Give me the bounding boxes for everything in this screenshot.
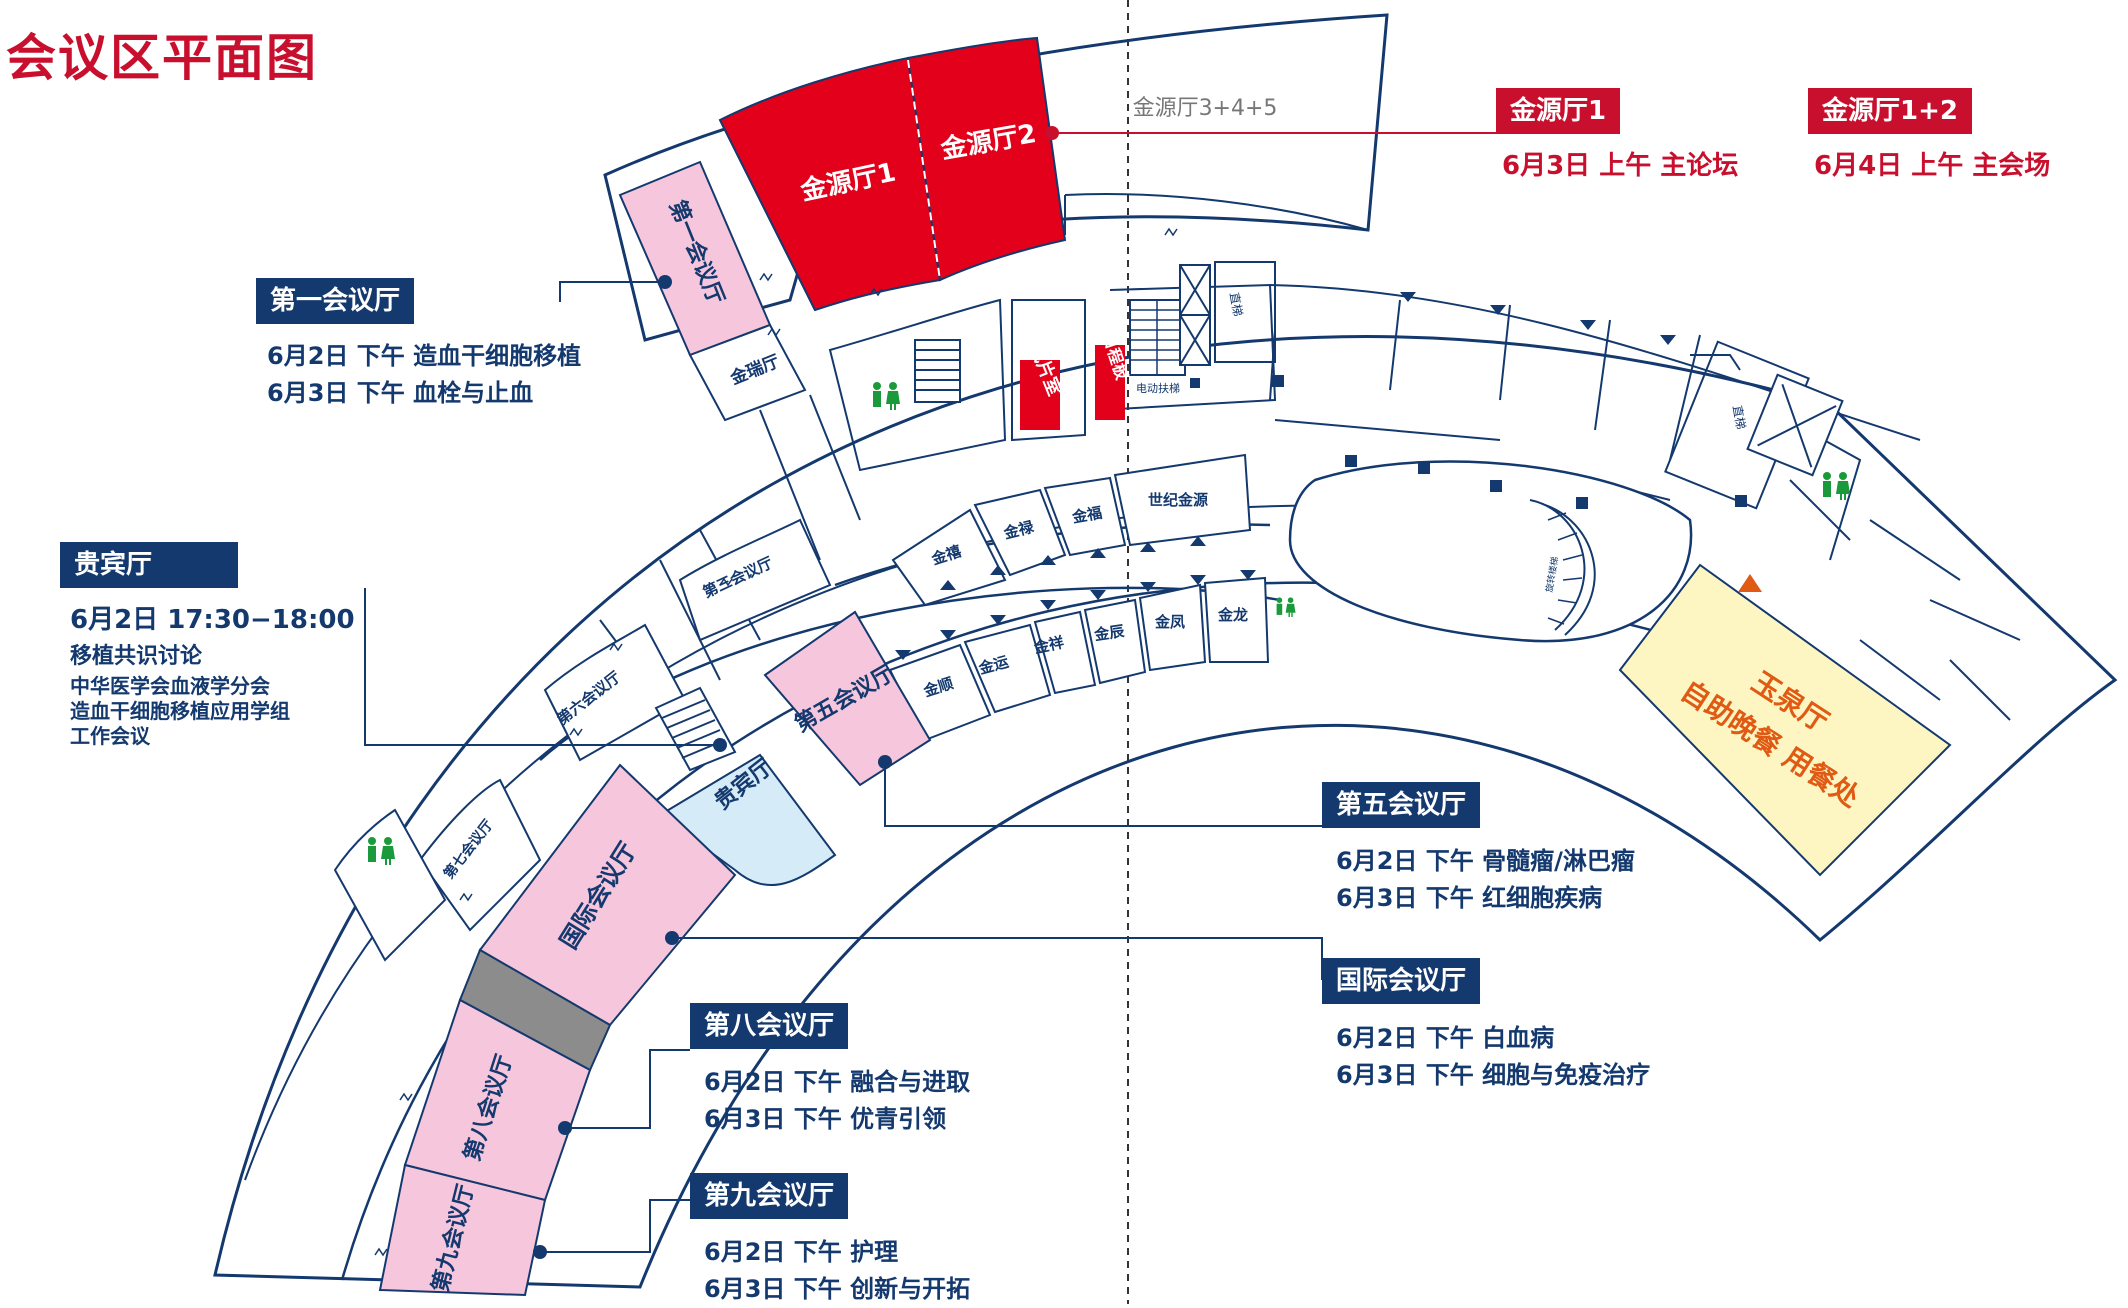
hall3-room: [678, 518, 832, 642]
hall6-room: [543, 623, 687, 762]
label-jinlong: 金龙: [1217, 606, 1248, 624]
side-rooms-upper: [891, 453, 1252, 607]
callout-line: 中华医学会血液学分会: [70, 674, 270, 698]
label-elevator: 直梯: [1227, 291, 1245, 317]
callout-line: 6月2日 下午 融合与进取: [704, 1068, 971, 1096]
callout-hall5-info: 6月2日 下午 骨髓瘤/淋巴瘤 6月3日 下午 红细胞疾病: [1336, 843, 1635, 917]
callout-line: 6月3日 下午 优青引领: [704, 1105, 947, 1133]
elevator-center: [1179, 261, 1276, 366]
restroom-icon: [1276, 597, 1296, 617]
callout-jinyuan12-info: 6月4日 上午 主会场: [1814, 146, 2050, 186]
callout-jinyuan1-tag: 金源厅1: [1496, 88, 1621, 134]
callout-line: 6月3日 下午 创新与开拓: [704, 1275, 971, 1303]
left-wc-room: [333, 808, 447, 962]
callout-line: 6月2日 下午 护理: [704, 1238, 899, 1266]
label-jinfeng: 金凤: [1154, 613, 1185, 631]
label-escalator: 电动扶梯: [1136, 381, 1180, 395]
label-shiji: 世纪金源: [1148, 491, 1208, 509]
callout-hall1-info: 6月2日 下午 造血干细胞移植 6月3日 下午 血栓与止血: [267, 338, 581, 412]
label-jinyuan345: 金源厅3+4+5: [1133, 96, 1278, 121]
callout-hall9-info: 6月2日 下午 护理 6月3日 下午 创新与开拓: [704, 1234, 970, 1308]
callout-line: 6月3日 下午 细胞与免疫治疗: [1336, 1061, 1651, 1089]
room-jinrui-shape: [688, 323, 807, 422]
spiral-stair: [1529, 499, 1596, 636]
hall7-room: [418, 778, 542, 932]
room-yuquan-shape[interactable]: [1618, 563, 1952, 877]
room-hall5-shape[interactable]: [763, 610, 932, 787]
stairs-center: [914, 339, 961, 403]
leader-lines: [364, 132, 1496, 1253]
building-outline: [213, 335, 2118, 1289]
callout-line: 6月2日 下午 造血干细胞移植: [267, 342, 582, 370]
side-rooms-lower: [888, 576, 1270, 742]
page-title: 会议区平面图: [6, 29, 318, 87]
callout-line: 工作会议: [70, 724, 150, 748]
callout-hall9-tag: 第九会议厅: [690, 1173, 849, 1219]
label-jinchen: 金辰: [1092, 622, 1126, 644]
callout-line: 6月2日 下午 白血病: [1336, 1024, 1555, 1052]
callout-hall1-tag: 第一会议厅: [256, 278, 415, 324]
room-jinyuan2-shape[interactable]: [906, 36, 1067, 282]
entrance-triangle-icon: [1738, 574, 1762, 592]
callout-line: 6月3日 下午 红细胞疾病: [1336, 884, 1603, 912]
callout-line: 6月2日 17:30−18:00: [70, 605, 355, 635]
callout-intl-info: 6月2日 下午 白血病 6月3日 下午 细胞与免疫治疗: [1336, 1020, 1650, 1094]
callout-guibin-tag: 贵宾厅: [60, 542, 238, 588]
callout-hall8-info: 6月2日 下午 融合与进取 6月3日 下午 优青引领: [704, 1064, 970, 1138]
leader-dots: [533, 126, 1059, 1259]
callout-hall8-tag: 第八会议厅: [690, 1003, 849, 1049]
restroom-icon: [1823, 472, 1850, 500]
callout-line: 移植共识讨论: [70, 644, 203, 669]
room-guibin-shape[interactable]: [658, 753, 837, 886]
room-hall9-shape[interactable]: [378, 1163, 547, 1297]
spiral-stair-steps: [1547, 512, 1583, 625]
corridor-markers: [895, 292, 1747, 660]
callout-guibin-info: 6月2日 17:30−18:00 移植共识讨论 中华医学会血液学分会 造血干细胞…: [70, 600, 355, 749]
callout-intl-tag: 国际会议厅: [1322, 958, 1481, 1004]
callout-line: 6月2日 下午 骨髓瘤/淋巴瘤: [1336, 847, 1635, 875]
room-shipian-shape[interactable]: [1020, 360, 1060, 430]
label-elevator-right: 直梯: [1730, 404, 1748, 430]
callout-line: 6月3日 下午 血栓与止血: [267, 379, 534, 407]
label-jinfu: 金福: [1070, 504, 1104, 527]
callout-line: 6月4日 上午 主会场: [1814, 151, 2051, 181]
escalator: [1129, 299, 1186, 376]
restroom-icon: [873, 382, 900, 410]
callout-jinyuan1-info: 6月3日 上午 主论坛: [1502, 146, 1738, 186]
callout-line: 造血干细胞移植应用学组: [70, 699, 290, 723]
callout-jinyuan12-tag: 金源厅1+2: [1808, 88, 1972, 134]
callout-line: 6月3日 上午 主论坛: [1502, 151, 1739, 181]
callout-hall5-tag: 第五会议厅: [1322, 782, 1481, 828]
door-marks: [374, 227, 1178, 1257]
outer-ring-room-line: [244, 504, 1541, 1181]
room-richeng-shape[interactable]: [1095, 345, 1125, 420]
right-elevator-block: [1746, 373, 1844, 477]
